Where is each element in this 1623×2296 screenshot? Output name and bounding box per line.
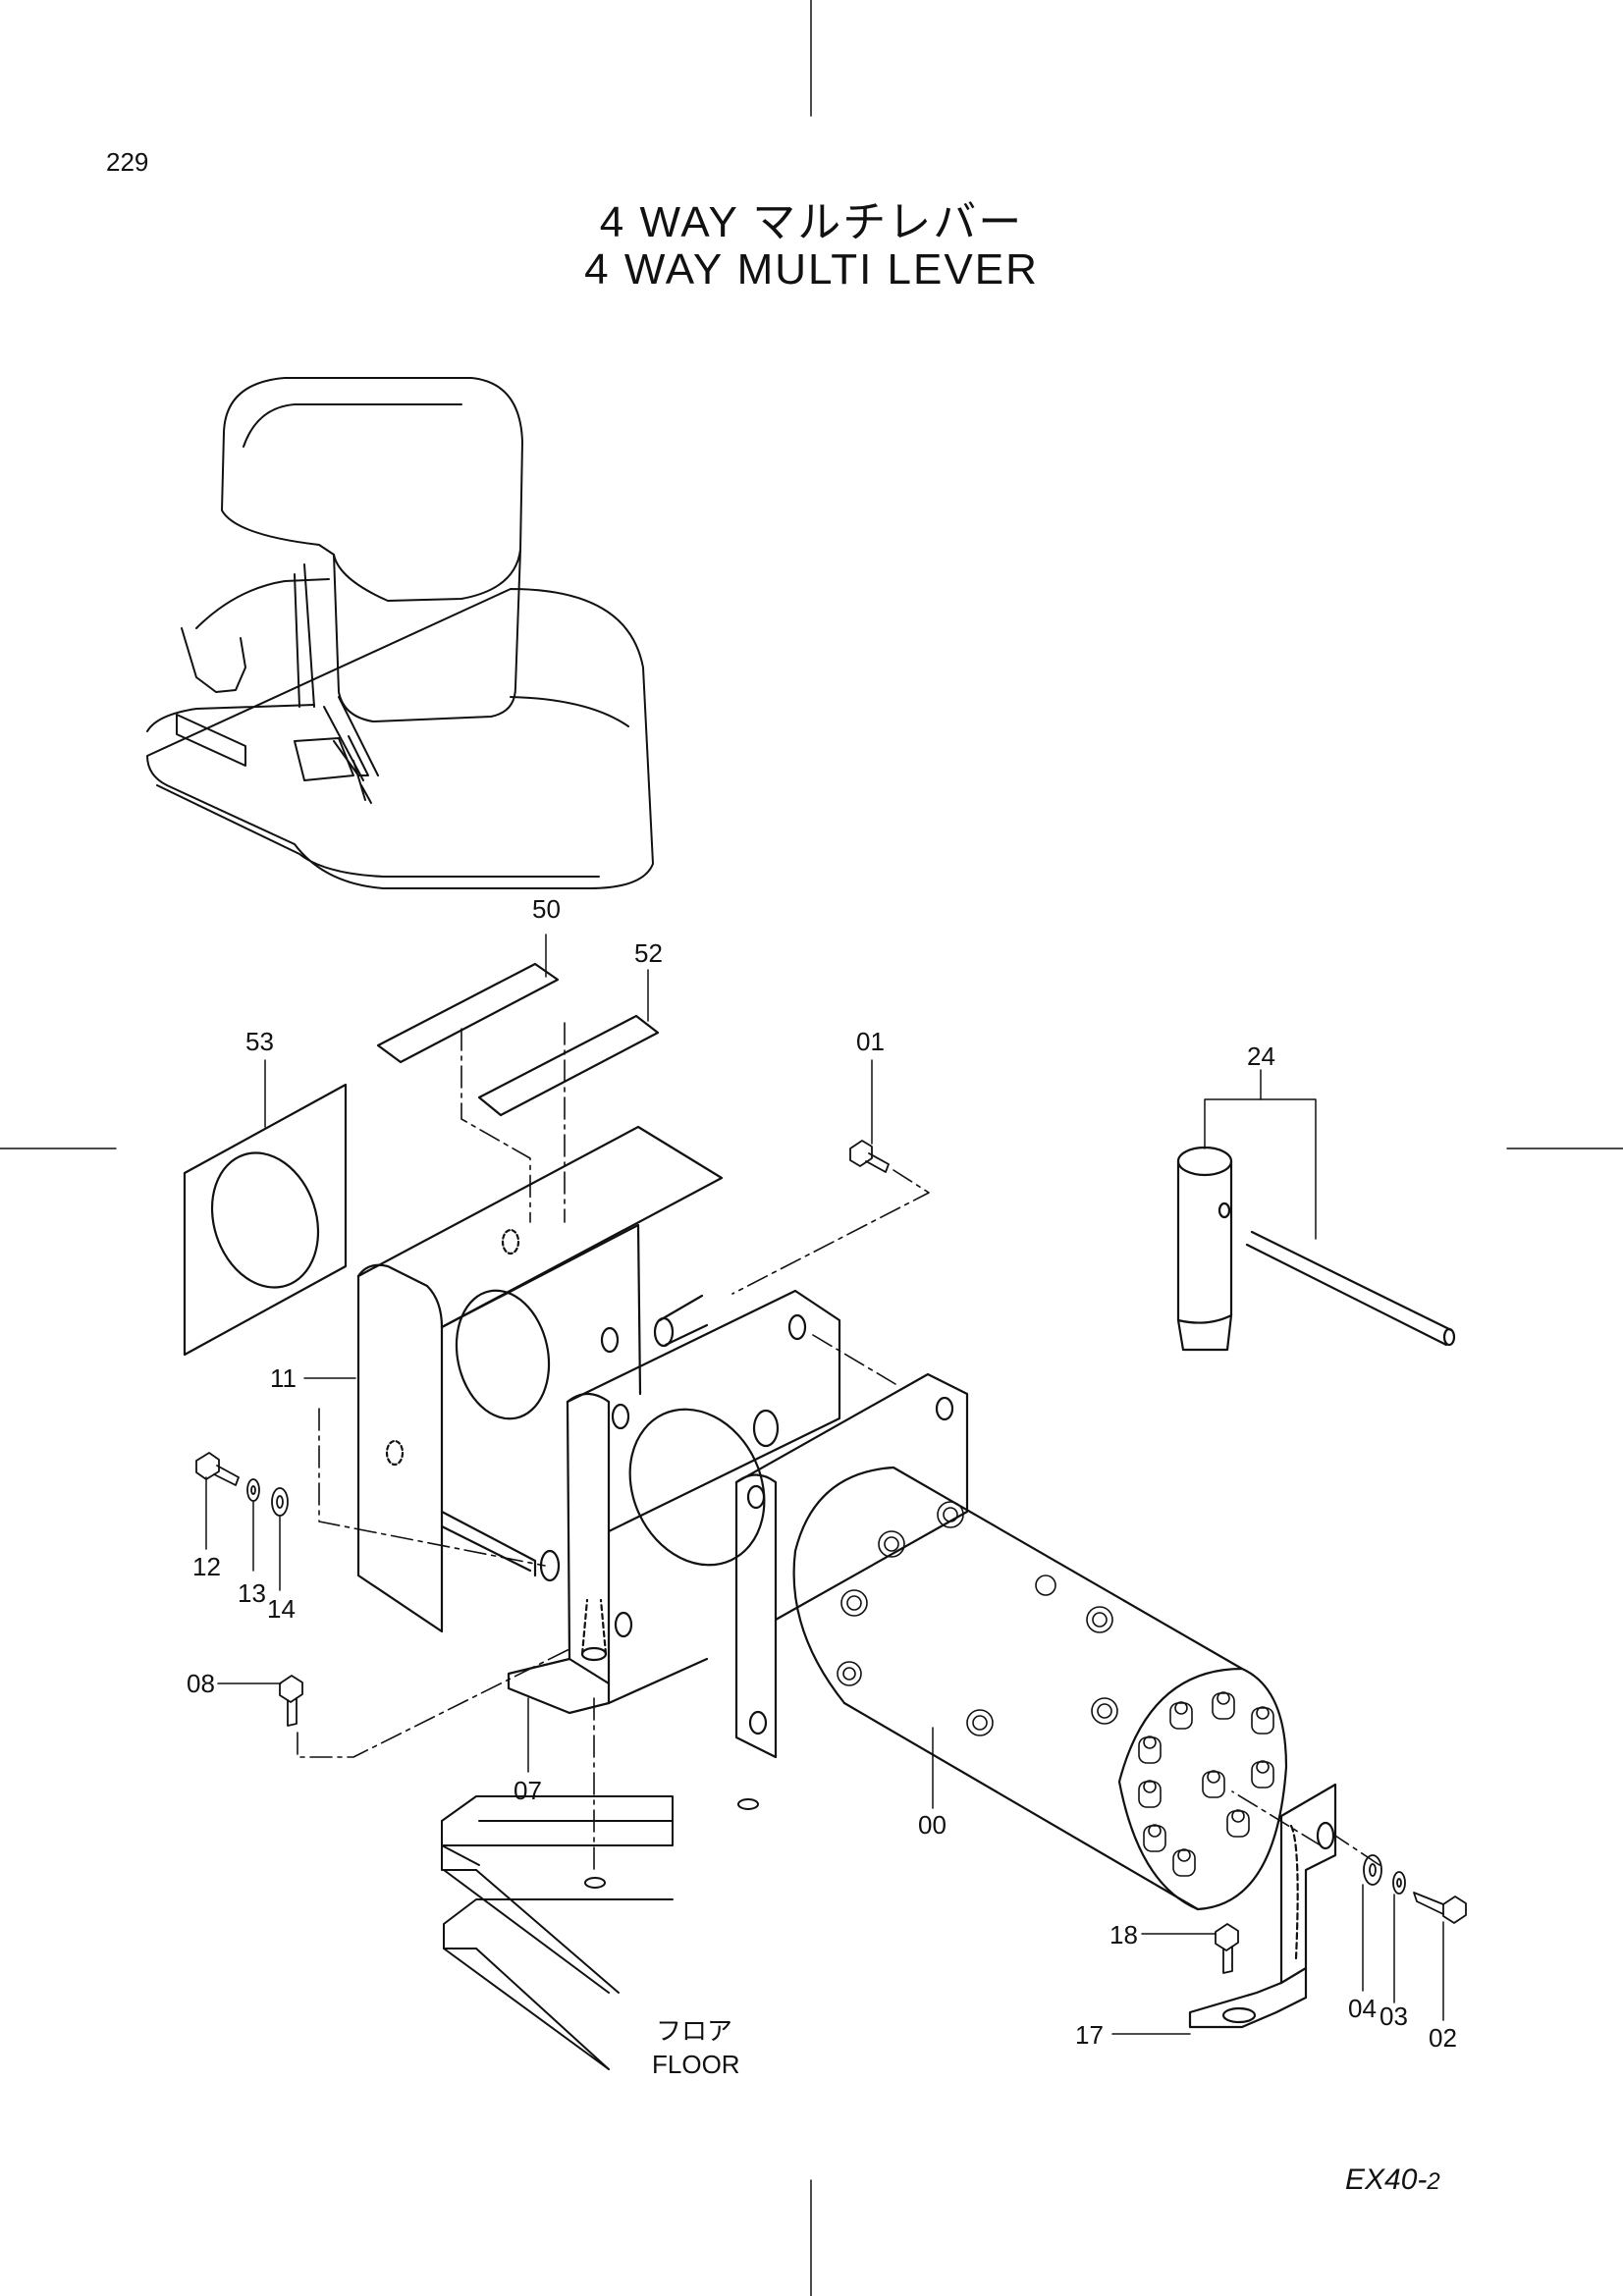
callout-12: 12 — [192, 1552, 221, 1581]
leader-lines — [205, 934, 1444, 2035]
assembly-lines — [297, 1022, 1380, 1876]
callout-24: 24 — [1247, 1041, 1275, 1071]
washer-13 — [246, 1478, 260, 1502]
washer-03 — [1392, 1871, 1406, 1895]
washer-14 — [271, 1487, 289, 1517]
page-number: 229 — [106, 147, 149, 177]
floor-plates — [441, 1795, 759, 2070]
bracket-17 — [1188, 1783, 1337, 2029]
callout-03: 03 — [1380, 2002, 1408, 2031]
decal-52 — [477, 1014, 660, 1117]
valve-ports — [837, 1501, 1118, 1736]
callout-08: 08 — [187, 1669, 215, 1698]
callout-18: 18 — [1109, 1920, 1138, 1949]
bolt-02 — [1413, 1892, 1467, 1924]
valve-assembly-00 — [734, 1372, 1288, 1911]
model-code-main: EX40- — [1345, 2163, 1428, 2196]
bolt-12 — [195, 1452, 240, 1486]
callout-14: 14 — [267, 1594, 296, 1624]
gasket-53 — [183, 1083, 348, 1357]
callout-00: 00 — [918, 1810, 947, 1840]
valve-end-fittings — [1138, 1691, 1274, 1877]
callout-52: 52 — [634, 938, 663, 968]
callout-11: 11 — [270, 1363, 297, 1393]
title-japanese: 4 WAY マルチレバー — [599, 198, 1024, 246]
callout-01: 01 — [856, 1027, 885, 1056]
bolt-18 — [1215, 1923, 1239, 1974]
callout-02: 02 — [1429, 2023, 1457, 2053]
callout-50: 50 — [532, 894, 561, 924]
callout-07: 07 — [514, 1776, 542, 1805]
washer-04 — [1363, 1854, 1382, 1886]
bracket-11 — [356, 1125, 724, 1633]
callout-53: 53 — [245, 1027, 274, 1056]
decal-50 — [376, 962, 560, 1064]
floor-label-en: FLOOR — [652, 2050, 740, 2079]
title-english: 4 WAY MULTI LEVER — [584, 245, 1039, 294]
bolt-01 — [849, 1140, 890, 1173]
callout-13: 13 — [238, 1578, 266, 1608]
model-code: EX40-2 — [1345, 2163, 1440, 2197]
seat-overview-illustration — [146, 377, 654, 889]
model-code-sub: 2 — [1427, 2168, 1440, 2195]
bracket-07 — [507, 1289, 841, 1715]
shaft-stub — [539, 1294, 780, 1582]
floor-label-ja: フロア — [656, 2016, 732, 2046]
callout-04: 04 — [1348, 1994, 1377, 2023]
callout-labels: 50 52 53 01 24 11 12 13 14 08 07 00 18 1… — [187, 894, 1457, 2079]
callout-17: 17 — [1075, 2020, 1104, 2050]
bolt-08 — [279, 1675, 303, 1727]
